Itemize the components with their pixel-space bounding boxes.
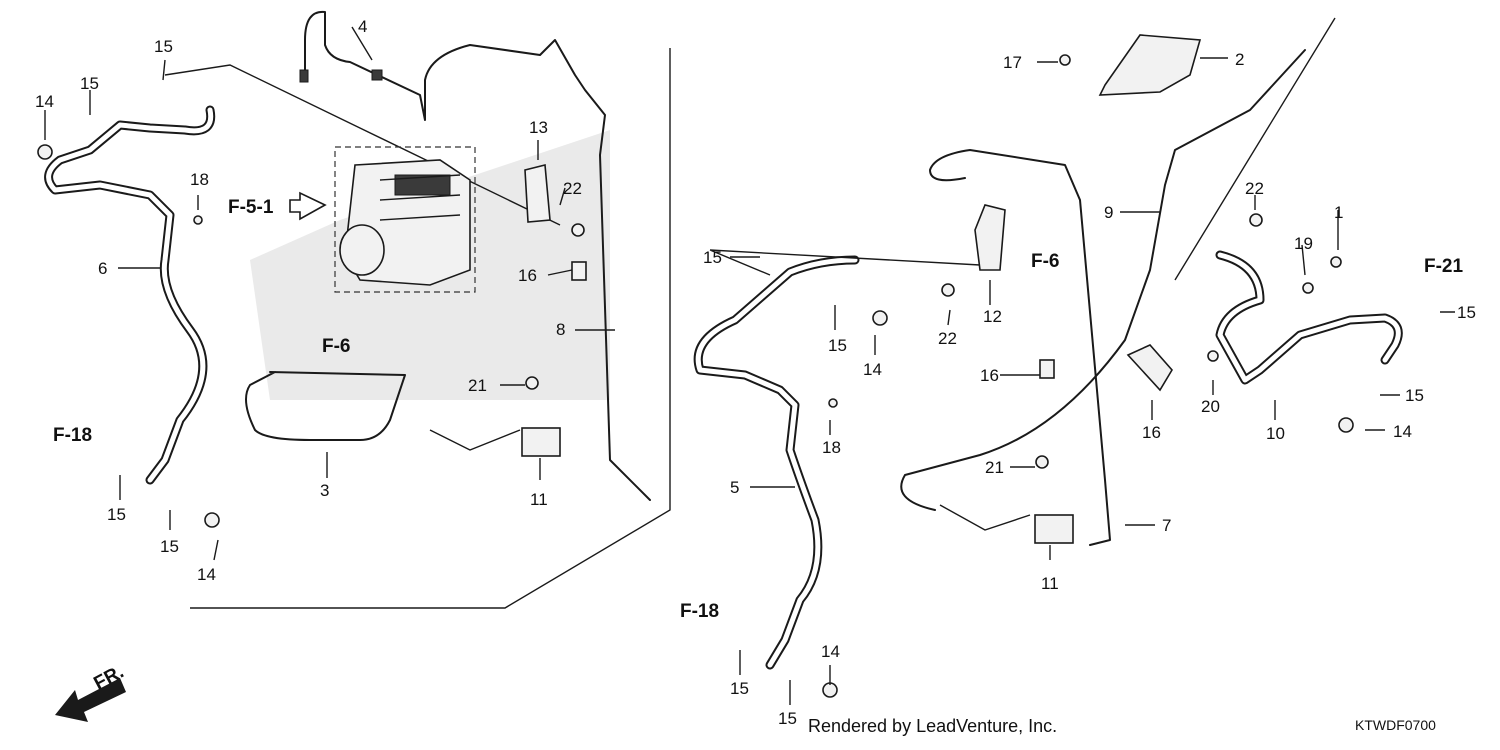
callout-19: 19 — [1294, 234, 1313, 253]
ref-f-21: F-21 — [1424, 256, 1464, 277]
abs-modulator — [334, 146, 476, 293]
callout-18-b: 18 — [822, 438, 841, 457]
callout-15-f: 15 — [828, 336, 847, 355]
f51-hollow-arrow — [289, 191, 327, 221]
callout-13: 13 — [529, 118, 548, 137]
callout-20: 20 — [1201, 397, 1220, 416]
callout-14-b: 14 — [197, 565, 216, 584]
callout-22-b: 22 — [938, 329, 957, 348]
callout-15-b: 15 — [80, 74, 99, 93]
part-12-bracket — [974, 204, 1006, 271]
part-2-bracket-cover — [1098, 34, 1202, 96]
callout-15-h: 15 — [778, 709, 797, 728]
callout-9: 9 — [1104, 203, 1113, 222]
callout-3: 3 — [320, 481, 329, 500]
hose-10 — [1215, 250, 1403, 385]
part-11-junction-left — [521, 427, 561, 457]
callout-5: 5 — [730, 478, 739, 497]
callout-14-e: 14 — [1393, 422, 1412, 441]
callout-7: 7 — [1162, 516, 1171, 535]
render-credit: Rendered by LeadVenture, Inc. — [808, 716, 1057, 736]
right-group-frame — [429, 17, 1336, 531]
callout-22-c: 22 — [1245, 179, 1264, 198]
callout-11-right: 11 — [1041, 574, 1059, 593]
callout-15-j: 15 — [1457, 303, 1476, 322]
callout-2: 2 — [1235, 50, 1244, 69]
ref-f-5-1: F-5-1 — [228, 197, 274, 218]
ref-f-18-center: F-18 — [680, 601, 719, 622]
pipe-3 — [245, 371, 406, 441]
callout-14-c: 14 — [863, 360, 882, 379]
callout-14-a: 14 — [35, 92, 54, 111]
pipe-7-9 — [900, 49, 1306, 546]
part-13-clamp — [524, 163, 551, 223]
front-direction-arrow: FR. — [55, 662, 127, 722]
callout-18-a: 18 — [190, 170, 209, 189]
ref-f-6-left: F-6 — [322, 336, 351, 357]
callout-15-i: 15 — [1405, 386, 1424, 405]
callout-15-d: 15 — [160, 537, 179, 556]
bolts — [37, 54, 1354, 698]
callout-14-d: 14 — [821, 642, 840, 661]
callout-15-a: 15 — [154, 37, 173, 56]
callout-1: 1 — [1334, 203, 1343, 222]
callout-22-a: 22 — [563, 179, 582, 198]
diagram-code: KTWDF0700 — [1355, 717, 1436, 733]
pipe-4-8 — [299, 10, 651, 501]
part-callouts: 1 2 3 4 5 6 7 8 9 10 11 11 12 13 14 14 1… — [35, 17, 1476, 728]
callout-21-a: 21 — [468, 376, 487, 395]
callout-21-b: 21 — [985, 458, 1004, 477]
callout-15-e: 15 — [703, 248, 722, 267]
callout-16-a: 16 — [518, 266, 537, 285]
callout-12: 12 — [983, 307, 1002, 326]
callout-8: 8 — [556, 320, 565, 339]
hose-6 — [44, 105, 216, 485]
callout-4: 4 — [358, 17, 367, 36]
part-11-junction-right — [1034, 514, 1074, 544]
ref-f-18-left: F-18 — [53, 425, 92, 446]
leader-lines — [44, 26, 1455, 705]
part-16-clips — [571, 261, 1173, 392]
hose-5 — [693, 255, 860, 670]
callout-6: 6 — [98, 259, 107, 278]
reference-labels: F-5-1 F-6 F-6 F-18 F-18 F-21 — [53, 197, 1464, 622]
callout-17: 17 — [1003, 53, 1022, 72]
callout-16-c: 16 — [1142, 423, 1161, 442]
callout-16-b: 16 — [980, 366, 999, 385]
callout-15-c: 15 — [107, 505, 126, 524]
ref-f-6-right: F-6 — [1031, 251, 1060, 272]
callout-10: 10 — [1266, 424, 1285, 443]
callout-11-left: 11 — [530, 490, 548, 509]
callout-15-g: 15 — [730, 679, 749, 698]
